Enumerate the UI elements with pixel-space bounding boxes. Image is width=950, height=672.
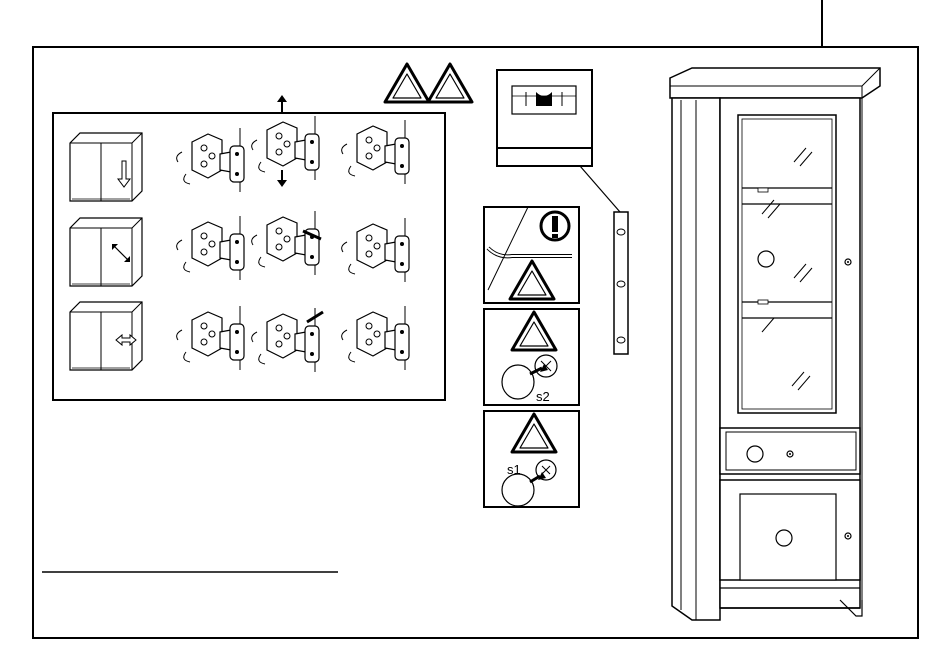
hinge-side-adjust: [252, 211, 321, 275]
hinge-depth-adjust: [342, 218, 409, 282]
hinge-front-adjust: [177, 216, 244, 280]
screw-cap-icon: [502, 365, 534, 399]
tool-warning-panel: [484, 207, 579, 303]
level-pointer: [580, 166, 620, 212]
screw-cap-s2-panel: s2: [484, 309, 579, 405]
hinge-depth-adjust: [342, 120, 409, 184]
arrow-up-icon: [277, 95, 287, 114]
display-cabinet-illustration: [670, 68, 880, 620]
exclamation-circle-icon: [541, 212, 569, 240]
hinge-adjustment-panel: [53, 95, 445, 400]
hinge-side-adjust: [252, 308, 323, 372]
level-detail-box: [497, 70, 592, 166]
hinge-depth-adjust: [342, 306, 409, 370]
hinge-front-adjust: [177, 306, 244, 370]
hinge-front-adjust: [177, 128, 244, 192]
warning-triangle-icon: [428, 64, 472, 102]
arrow-down-icon: [277, 170, 287, 187]
cabinet-horizontal-adjust: [70, 302, 142, 370]
cabinet-vertical-adjust: [70, 133, 142, 201]
warning-triangle-icon: [385, 64, 429, 102]
label-s2: s2: [536, 389, 550, 404]
screw-cap-s1-panel: s1: [484, 411, 579, 507]
cabinet-diagonal-adjust: [70, 218, 142, 286]
hinge-height-adjust: [252, 95, 319, 187]
label-s1: s1: [507, 462, 521, 477]
screw-cap-icon: [502, 474, 534, 506]
spirit-level-icon: [614, 212, 628, 354]
